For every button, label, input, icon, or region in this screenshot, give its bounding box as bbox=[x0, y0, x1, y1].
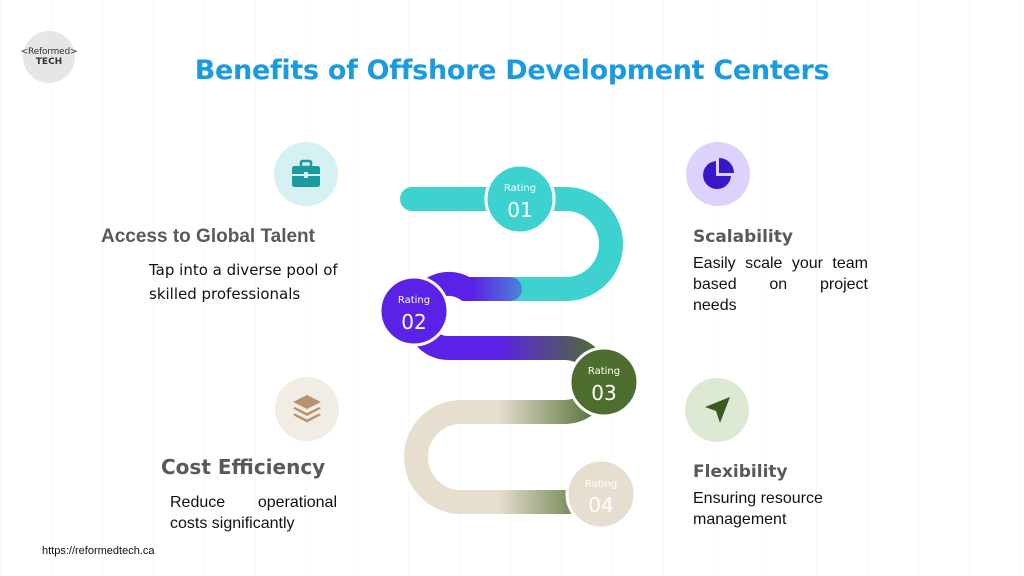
talent-desc-line-1: Tap into a diverse pool of bbox=[149, 261, 338, 279]
scalability-desc-line-2: based on project bbox=[693, 276, 868, 293]
rating-number-4: 04 bbox=[588, 493, 613, 517]
flexibility-heading: Flexibility bbox=[693, 462, 788, 482]
talent-heading: Access to Global Talent bbox=[101, 226, 315, 247]
cost-description: Reduce operational costs significantly bbox=[170, 492, 337, 534]
path-segment-1 bbox=[400, 187, 623, 301]
talent-desc-line-2: skilled professionals bbox=[149, 285, 301, 303]
briefcase-icon bbox=[274, 142, 338, 206]
logo-line-1: <Reformed> bbox=[20, 46, 78, 57]
rating-label-2: Rating bbox=[398, 295, 430, 306]
rating-label-1: Rating bbox=[504, 183, 536, 194]
scalability-desc-line-3: needs bbox=[693, 297, 737, 314]
cost-heading: Cost Efficiency bbox=[161, 455, 326, 479]
footer-url[interactable]: https://reformedtech.ca bbox=[42, 545, 155, 557]
page-title: Benefits of Offshore Development Centers bbox=[194, 55, 830, 86]
reformedtech-logo[interactable]: <Reformed> TECH bbox=[20, 31, 78, 83]
rating-node-1: Rating 01 bbox=[484, 163, 556, 235]
flexibility-description: Ensuring resource management bbox=[693, 488, 868, 530]
rating-node-2: Rating 02 bbox=[378, 275, 450, 347]
rating-number-3: 03 bbox=[591, 381, 616, 405]
logo-line-2: TECH bbox=[35, 56, 63, 67]
rating-label-4: Rating bbox=[585, 479, 617, 490]
rating-number-2: 02 bbox=[401, 310, 426, 334]
scalability-desc-line-1: Easily scale your team bbox=[693, 255, 868, 272]
pie-chart-icon bbox=[686, 142, 750, 206]
rating-number-1: 01 bbox=[507, 198, 532, 222]
cost-desc-line-1: Reduce operational bbox=[170, 494, 337, 511]
talent-description: Tap into a diverse pool of skilled profe… bbox=[149, 258, 359, 306]
rating-label-3: Rating bbox=[588, 366, 620, 377]
rating-node-3: Rating 03 bbox=[568, 346, 640, 418]
scalability-heading: Scalability bbox=[693, 227, 793, 247]
layers-icon bbox=[275, 377, 339, 441]
flexibility-desc-line-1: Ensuring resource bbox=[693, 490, 823, 507]
flexibility-desc-line-2: management bbox=[693, 511, 787, 528]
cost-desc-line-2: costs significantly bbox=[170, 515, 295, 532]
rating-node-4: Rating 04 bbox=[565, 458, 637, 530]
scalability-description: Easily scale your team based on project … bbox=[693, 253, 868, 316]
send-arrow-icon bbox=[685, 378, 749, 442]
